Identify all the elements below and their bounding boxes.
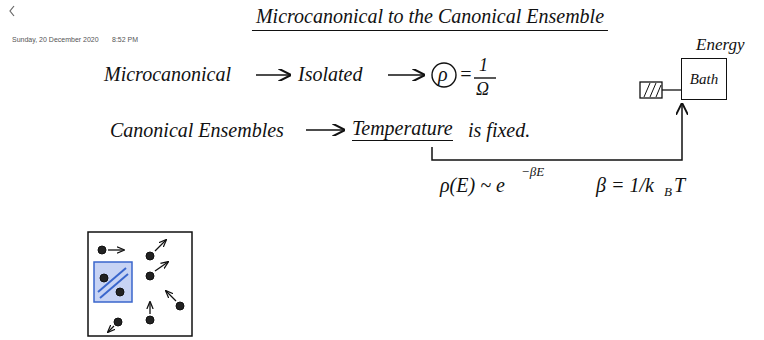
symbol: ρ bbox=[438, 62, 448, 86]
symbol: = bbox=[459, 62, 473, 86]
gas-box bbox=[88, 232, 192, 336]
fraction-bar bbox=[474, 77, 496, 78]
symbol: Ω bbox=[476, 78, 489, 100]
small-system bbox=[640, 82, 681, 98]
bracket-arrow bbox=[432, 104, 682, 160]
formula: β = 1/k bbox=[596, 173, 654, 197]
page-title: Microcanonical to the Canonical Ensemble bbox=[252, 4, 608, 31]
timestamp: 8:52 PM bbox=[112, 36, 138, 44]
formula-subscript: B bbox=[664, 184, 672, 200]
timestamp: Sunday, 20 December 2020 bbox=[12, 36, 99, 44]
formula: T bbox=[674, 173, 685, 197]
note-text: Temperature bbox=[352, 116, 453, 141]
bath-box: EnergyBath bbox=[681, 58, 727, 100]
note-text: Microcanonical bbox=[104, 62, 231, 86]
box-heading: Energy bbox=[696, 35, 744, 55]
note-text: Isolated bbox=[298, 62, 362, 86]
symbol: 1 bbox=[479, 54, 488, 76]
back-chevron bbox=[10, 6, 14, 16]
formula: ρ(E) ~ e bbox=[440, 173, 505, 197]
note-text: Canonical Ensembles bbox=[110, 118, 284, 142]
implies-arrow bbox=[388, 74, 424, 76]
circled-symbol bbox=[432, 63, 456, 87]
note-text: is fixed. bbox=[468, 118, 530, 142]
box-label: Bath bbox=[690, 69, 718, 89]
implies-arrow bbox=[306, 129, 344, 131]
implies-arrow bbox=[256, 74, 290, 76]
formula-exponent: −βE bbox=[521, 164, 544, 180]
